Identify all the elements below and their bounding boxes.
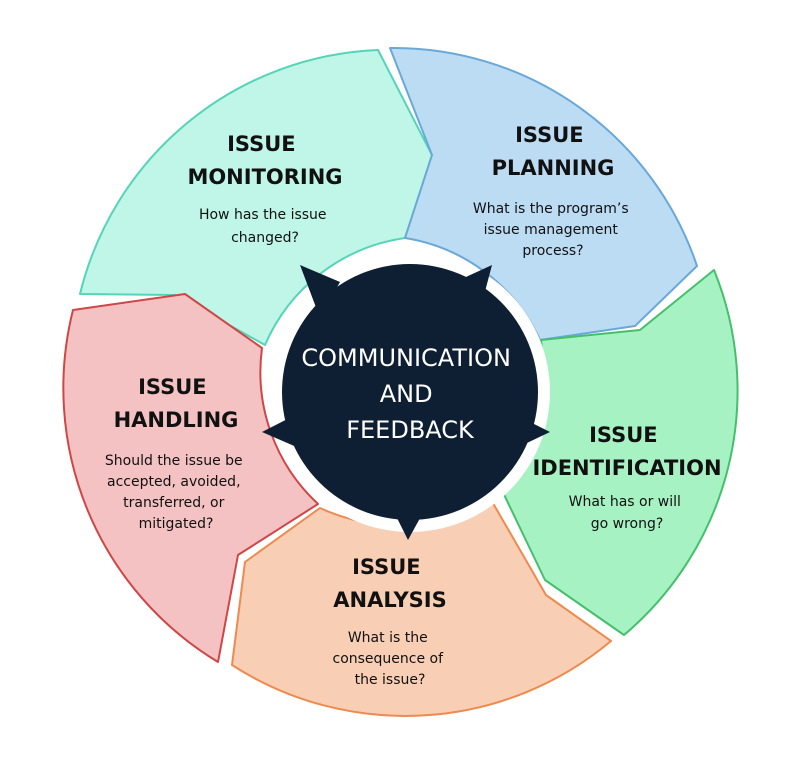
svg-text:ISSUE MONITORING: ISSUE MONITORING: [187, 132, 342, 189]
segment-issue-monitoring: ISSUE MONITORING How has the issue chang…: [79, 49, 433, 346]
monitoring-desc-line-2: changed?: [231, 230, 299, 246]
svg-text:What is the consequence: What is the consequence of the issue?: [333, 630, 448, 688]
handling-desc-line-1: Should the issue be: [105, 453, 243, 469]
center-text-line-1: COMMUNICATION: [301, 344, 511, 372]
segment-issue-identification: ISSUE IDENTIFICATION What has or will go…: [497, 269, 739, 636]
planning-desc-line-2: issue management: [484, 222, 619, 238]
center-hub: COMMUNICATION AND FEEDBACK: [262, 252, 550, 540]
svg-text:ISSUE HANDLING: ISSUE HANDLING: [114, 375, 239, 432]
handling-title-line-2: HANDLING: [114, 408, 239, 432]
monitoring-desc-line-1: How has the issue: [199, 207, 327, 223]
segment-shape-handling: [62, 293, 319, 663]
segment-shape-monitoring: [79, 49, 433, 346]
analysis-desc-line-1: What is the: [348, 630, 428, 646]
center-text-line-3: FEEDBACK: [346, 416, 475, 444]
segment-issue-planning: ISSUE PLANNING What is the program’s iss…: [389, 46, 698, 341]
analysis-desc-line-3: the issue?: [355, 672, 426, 688]
svg-text:What is the program’s is: What is the program’s issue management p…: [473, 201, 633, 259]
svg-text:What has or will go wron: What has or will go wrong?: [569, 494, 686, 532]
svg-text:ISSUE PLANNING: ISSUE PLANNING: [492, 123, 615, 180]
svg-text:How has the issue change: How has the issue changed?: [199, 207, 331, 246]
identification-title-line-1: ISSUE: [589, 423, 658, 447]
segment-shape-planning: [389, 46, 698, 341]
identification-desc-line-1: What has or will: [569, 494, 681, 510]
planning-title-line-1: ISSUE: [515, 123, 584, 147]
svg-text:COMMUNICATION AND: COMMUNICATION AND FEEDBACK: [301, 344, 518, 444]
identification-desc-line-2: go wrong?: [591, 516, 664, 532]
monitoring-title-line-2: MONITORING: [187, 165, 342, 189]
analysis-title-line-1: ISSUE: [352, 555, 421, 579]
handling-desc-line-2: accepted, avoided,: [107, 474, 241, 490]
handling-desc-line-3: transferred, or: [123, 495, 224, 511]
segment-issue-handling: ISSUE HANDLING Should the issue be accep…: [62, 293, 319, 663]
center-circle: [282, 264, 538, 520]
monitoring-title-line-1: ISSUE: [227, 132, 296, 156]
center-text-line-2: AND: [380, 380, 433, 408]
analysis-title-line-2: ANALYSIS: [333, 588, 446, 612]
handling-desc-line-4: mitigated?: [139, 516, 214, 532]
svg-text:Should the issue be acce: Should the issue be accepted, avoided, t…: [105, 453, 247, 532]
planning-desc-line-1: What is the program’s: [473, 201, 629, 217]
svg-text:ISSUE IDENTIFICATION: ISSUE IDENTIFICATION: [532, 423, 721, 480]
svg-text:ISSUE ANALYSIS: ISSUE ANALYSIS: [333, 555, 446, 612]
identification-title-line-2: IDENTIFICATION: [532, 456, 721, 480]
analysis-desc-line-2: consequence of: [333, 651, 445, 667]
planning-title-line-2: PLANNING: [492, 156, 615, 180]
planning-desc-line-3: process?: [522, 243, 583, 259]
handling-title-line-1: ISSUE: [138, 375, 207, 399]
